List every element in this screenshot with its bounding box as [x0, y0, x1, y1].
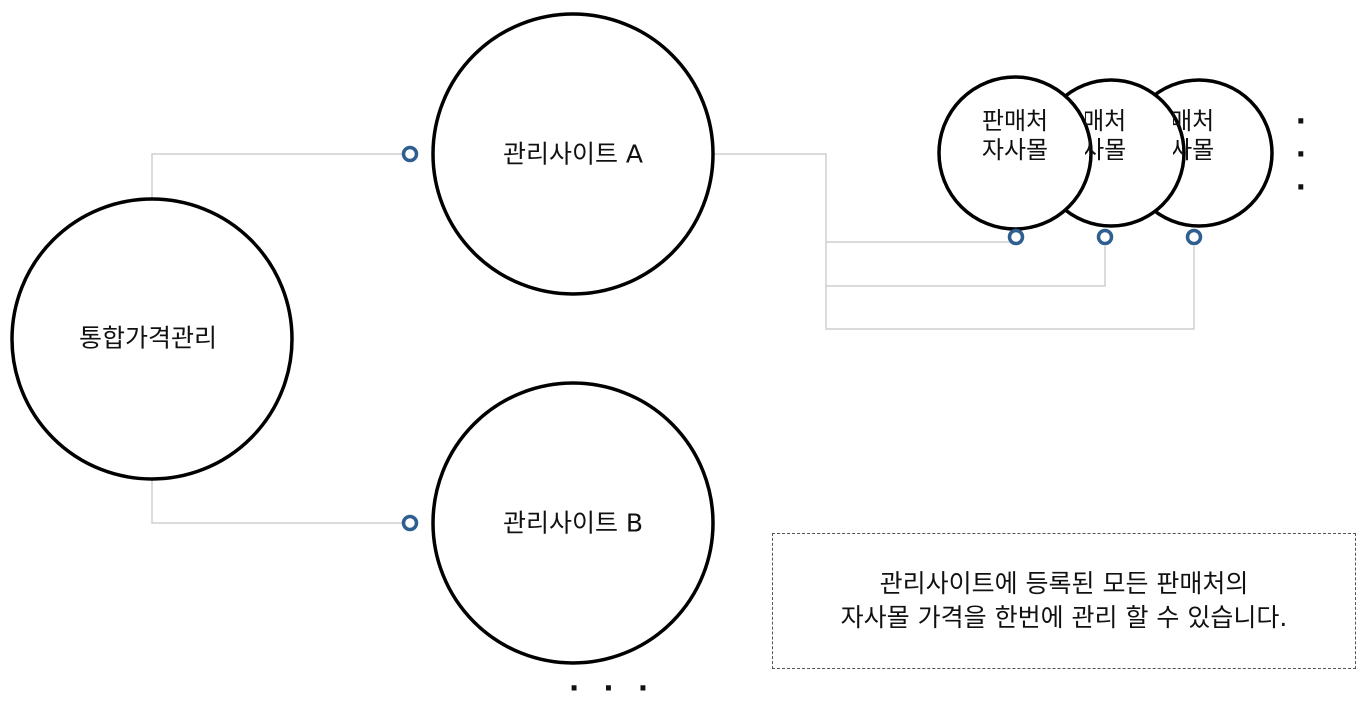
root-node-label: 통합가격관리 — [78, 323, 218, 353]
site-b-node-label: 관리사이트 B — [502, 508, 644, 538]
shop-front-name: 판매처 — [981, 107, 1049, 136]
note-line-1: 관리사이트에 등록된 모든 판매처의 — [879, 569, 1249, 599]
main-circles — [10, 12, 715, 665]
connector-site-a-to-shop-3 — [825, 246, 1195, 330]
connection-ports — [401, 145, 1203, 532]
shop-front-type: 자사몰 — [981, 136, 1049, 164]
root-node-circle — [10, 197, 294, 481]
site-a-node-label: 관리사이트 A — [502, 139, 644, 169]
connector-root-to-site-a — [151, 153, 407, 198]
shop-middle-type: 자사몰 — [1085, 136, 1127, 164]
connector-site-a-to-shop-2 — [825, 242, 1106, 287]
site-b-node-circle — [431, 381, 715, 665]
shop-back-type: 자사몰 — [1173, 136, 1215, 164]
shop-3-input-port — [1185, 228, 1203, 246]
more-shops-ellipsis: · · · — [1295, 104, 1314, 204]
note-line-2: 자사몰 가격을 한번에 관리 할 수 있습니다. — [840, 603, 1288, 632]
shop-node-front-label: 판매처 자사몰 — [965, 107, 1065, 165]
connector-root-to-site-b — [151, 480, 407, 524]
shop-node-back-label: 판매처 자사몰 — [1173, 107, 1243, 165]
site-a-input-port — [401, 145, 419, 163]
site-a-node-circle — [431, 12, 715, 296]
site-b-input-port — [401, 514, 419, 532]
shop-2-input-port — [1096, 228, 1114, 246]
shop-node-middle-label: 판매처 자사몰 — [1085, 107, 1155, 165]
shop-back-name: 판매처 — [1173, 107, 1215, 136]
shop-middle-name: 판매처 — [1085, 107, 1127, 136]
more-sites-ellipsis: · · · — [568, 671, 656, 705]
description-note: 관리사이트에 등록된 모든 판매처의 자사몰 가격을 한번에 관리 할 수 있습… — [772, 533, 1356, 669]
shop-1-input-port — [1007, 228, 1025, 246]
connectors — [151, 153, 1195, 524]
